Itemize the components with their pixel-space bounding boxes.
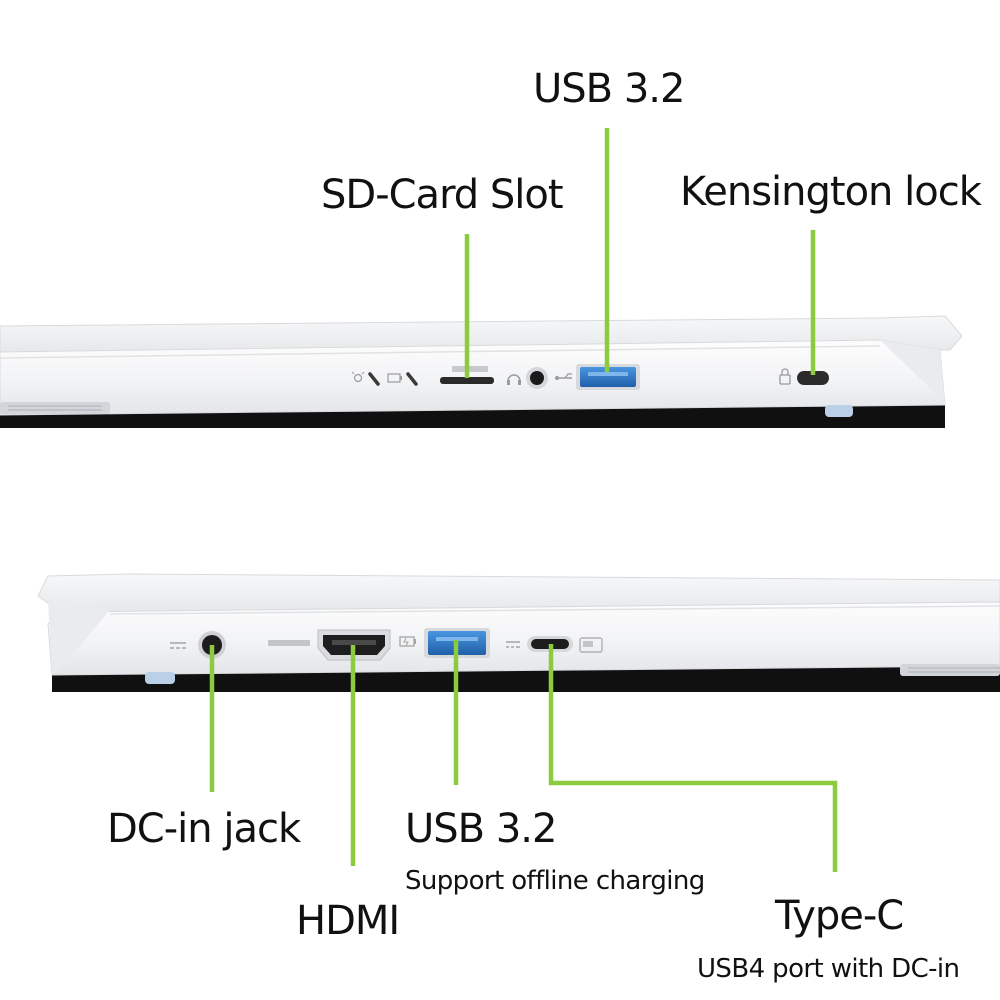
- status-led: [406, 372, 418, 386]
- usb-port-tongue: [436, 637, 478, 641]
- hinge-wedge: [880, 340, 945, 405]
- hdmi-port-tongue: [332, 640, 376, 645]
- leader-lines-bottom: [209, 640, 838, 872]
- laptop-right-side: [0, 315, 963, 428]
- body-seam: [0, 345, 881, 359]
- status-led: [368, 372, 380, 386]
- leader-lines-top: [464, 128, 816, 378]
- rubber-foot: [825, 405, 853, 417]
- bottom-vent: [900, 664, 1000, 676]
- label-hdmi: HDMI: [296, 898, 400, 944]
- vent-line: [8, 409, 102, 411]
- body-seam: [109, 605, 1000, 615]
- leader-line-typec: [548, 644, 838, 872]
- dc-symbol-icon: [170, 642, 186, 649]
- label-usb4-dc-in: USB4 port with DC-in: [697, 954, 960, 984]
- battery-charge-icon: [399, 636, 416, 647]
- audio-jack-hole: [530, 371, 544, 385]
- usb-logo-icon: [555, 373, 572, 380]
- laptop-shadow: [52, 666, 1000, 692]
- vent-line: [908, 671, 1000, 673]
- label-usb-top: USB 3.2: [533, 66, 685, 112]
- rubber-foot: [145, 672, 175, 684]
- hinge-wedge: [48, 600, 110, 675]
- bottom-vent: [0, 402, 110, 414]
- label-kensington-lock: Kensington lock: [680, 169, 982, 215]
- laptop-left-side: [37, 573, 1000, 692]
- label-usb-bottom: USB 3.2: [405, 806, 557, 852]
- usb4-logo-icon: [579, 637, 603, 653]
- microsd-logo-icon: [452, 366, 488, 372]
- vent-line: [8, 405, 102, 407]
- headset-icon: [507, 374, 521, 385]
- lock-icon: [779, 368, 791, 385]
- sd-card-slot: [440, 377, 494, 384]
- laptop-shadow: [0, 405, 945, 428]
- label-usb-offline-charging: Support offline charging: [405, 866, 705, 896]
- vent-line: [908, 667, 1000, 669]
- usb-port-tongue: [588, 372, 628, 376]
- kensington-slot: [797, 371, 829, 385]
- hdmi-logo-icon: [268, 640, 310, 646]
- dc-symbol-icon: [506, 641, 520, 648]
- battery-light-icon: [387, 373, 402, 383]
- label-dc-in-jack: DC-in jack: [107, 806, 301, 852]
- label-type-c: Type-C: [775, 893, 904, 939]
- power-light-icon: [351, 371, 365, 383]
- label-sd-card-slot: SD-Card Slot: [321, 172, 564, 218]
